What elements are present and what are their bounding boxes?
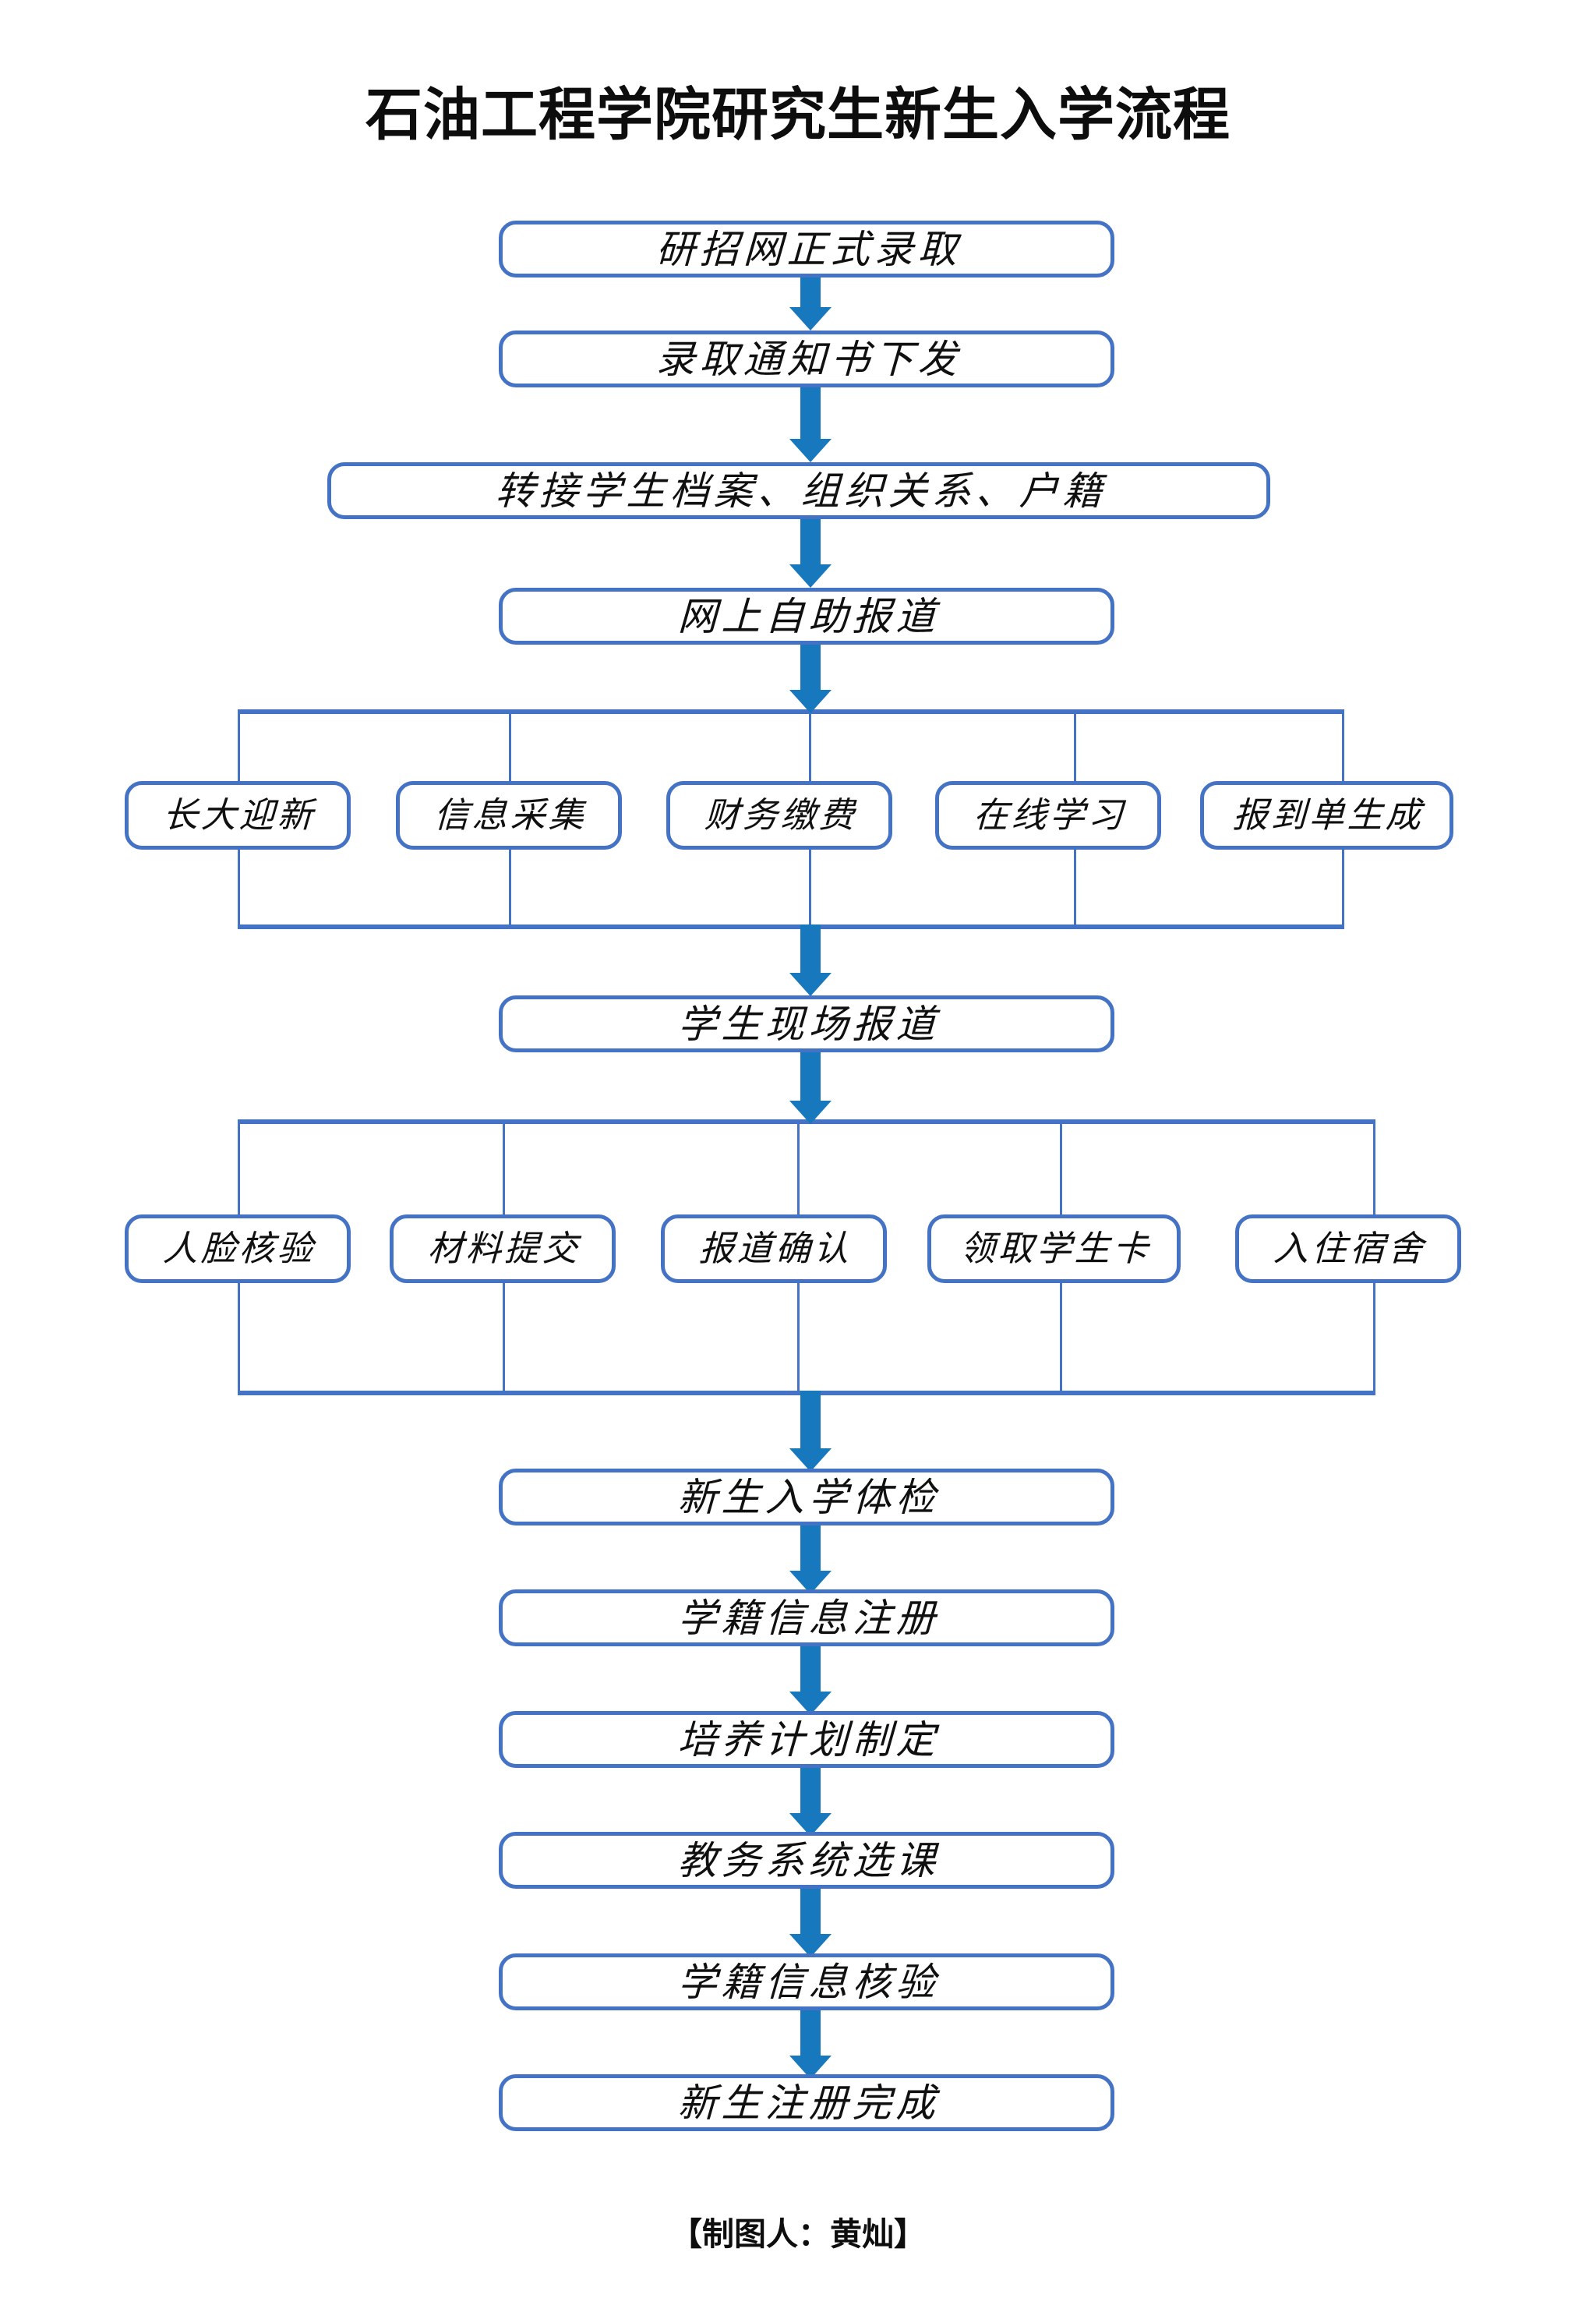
fanin2-riser-3 bbox=[797, 1263, 800, 1394]
node-online-self-registration[interactable]: 网上自助报道 bbox=[499, 588, 1114, 645]
arrow-n2-n3 bbox=[789, 387, 832, 462]
fanout2-drop-1 bbox=[238, 1119, 240, 1219]
page-title: 石油工程学院研究生新生入学流程 bbox=[365, 83, 1231, 147]
node-admission-letter[interactable]: 录取通知书下发 bbox=[499, 331, 1114, 387]
fanin1-riser-1 bbox=[238, 826, 240, 928]
node-freshman-medical-exam[interactable]: 新生入学体检 bbox=[499, 1469, 1114, 1525]
arrow-fanin2-n6 bbox=[789, 1391, 832, 1472]
arrow-n9-n10 bbox=[789, 1889, 832, 1957]
node-research-admission[interactable]: 研招网正式录取 bbox=[499, 221, 1114, 278]
arrow-fanin1-n5 bbox=[789, 924, 832, 996]
arrow-n4-fanout1 bbox=[789, 645, 832, 713]
node-label: 网上自助报道 bbox=[677, 594, 941, 638]
arrow-n10-n11 bbox=[789, 2010, 832, 2079]
node-label: 信息采集 bbox=[433, 795, 588, 835]
arrow-n7-n8 bbox=[789, 1646, 832, 1715]
node-info-collection[interactable]: 信息采集 bbox=[396, 781, 622, 850]
fanin1-riser-3 bbox=[809, 826, 811, 928]
node-tuition-payment[interactable]: 财务缴费 bbox=[666, 781, 892, 850]
fanout1-drop-2 bbox=[509, 709, 511, 809]
node-label: 入住宿舍 bbox=[1273, 1229, 1427, 1268]
fanout2-drop-3 bbox=[797, 1119, 800, 1219]
fanin1-riser-2 bbox=[509, 826, 511, 928]
fanin2-riser-4 bbox=[1060, 1263, 1062, 1394]
arrow-n1-n2 bbox=[789, 278, 832, 331]
arrow-n3-n4 bbox=[789, 519, 832, 588]
arrow-n5-fanout2 bbox=[789, 1052, 832, 1124]
fanout2-drop-2 bbox=[503, 1119, 505, 1219]
node-label: 教务系统选课 bbox=[677, 1838, 941, 1883]
fanin1-bottom-bar bbox=[238, 924, 1344, 929]
node-label: 财务缴费 bbox=[704, 795, 858, 835]
node-label: 研招网正式录取 bbox=[655, 227, 962, 271]
node-label: 录取通知书下发 bbox=[655, 337, 962, 381]
node-label: 人脸核验 bbox=[162, 1229, 316, 1268]
fanout1-drop-1 bbox=[238, 709, 240, 809]
node-material-submission[interactable]: 材料提交 bbox=[390, 1214, 616, 1283]
node-training-plan[interactable]: 培养计划制定 bbox=[499, 1711, 1114, 1768]
node-label: 长大迎新 bbox=[162, 795, 316, 835]
node-label: 材料提交 bbox=[427, 1229, 581, 1268]
node-registration-complete[interactable]: 新生注册完成 bbox=[499, 2074, 1114, 2131]
arrow-n6-n7 bbox=[789, 1525, 832, 1594]
node-label: 报道确认 bbox=[698, 1229, 853, 1268]
fanin2-riser-1 bbox=[238, 1263, 240, 1394]
node-label: 学籍信息注册 bbox=[677, 1596, 941, 1640]
node-changda-welcome[interactable]: 长大迎新 bbox=[125, 781, 351, 850]
node-registration-confirmation[interactable]: 报道确认 bbox=[661, 1214, 887, 1283]
node-course-selection[interactable]: 教务系统选课 bbox=[499, 1832, 1114, 1889]
node-label: 培养计划制定 bbox=[677, 1717, 941, 1762]
arrow-n8-n9 bbox=[789, 1768, 832, 1837]
node-label: 新生注册完成 bbox=[677, 2081, 941, 2125]
node-label: 转接学生档案、组织关系、户籍 bbox=[495, 468, 1107, 513]
fanout1-drop-3 bbox=[809, 709, 811, 809]
node-student-card-pickup[interactable]: 领取学生卡 bbox=[927, 1214, 1181, 1283]
fanin2-riser-5 bbox=[1373, 1263, 1375, 1394]
node-label: 新生入学体检 bbox=[677, 1475, 941, 1519]
node-label: 学籍信息核验 bbox=[677, 1960, 941, 2004]
node-dorm-checkin[interactable]: 入住宿舍 bbox=[1235, 1214, 1461, 1283]
node-label: 报到单生成 bbox=[1232, 795, 1425, 835]
fanout1-drop-5 bbox=[1342, 709, 1344, 809]
fanout2-drop-5 bbox=[1373, 1119, 1375, 1219]
author-credit: 【制图人：黄灿】 bbox=[670, 2216, 926, 2252]
node-face-verification[interactable]: 人脸核验 bbox=[125, 1214, 351, 1283]
node-online-learning[interactable]: 在线学习 bbox=[935, 781, 1161, 850]
node-report-slip-generation[interactable]: 报到单生成 bbox=[1200, 781, 1453, 850]
fanout1-drop-4 bbox=[1074, 709, 1076, 809]
node-label: 领取学生卡 bbox=[959, 1229, 1152, 1268]
fanin1-riser-5 bbox=[1342, 826, 1344, 928]
node-student-status-registration[interactable]: 学籍信息注册 bbox=[499, 1589, 1114, 1646]
fanout2-drop-4 bbox=[1060, 1119, 1062, 1219]
node-label: 学生现场报道 bbox=[677, 1002, 941, 1046]
node-onsite-registration[interactable]: 学生现场报道 bbox=[499, 995, 1114, 1052]
fanin2-riser-2 bbox=[503, 1263, 505, 1394]
node-label: 在线学习 bbox=[973, 795, 1127, 835]
fanin1-riser-4 bbox=[1074, 826, 1076, 928]
node-transfer-records[interactable]: 转接学生档案、组织关系、户籍 bbox=[327, 462, 1270, 519]
node-student-status-verification[interactable]: 学籍信息核验 bbox=[499, 1953, 1114, 2010]
